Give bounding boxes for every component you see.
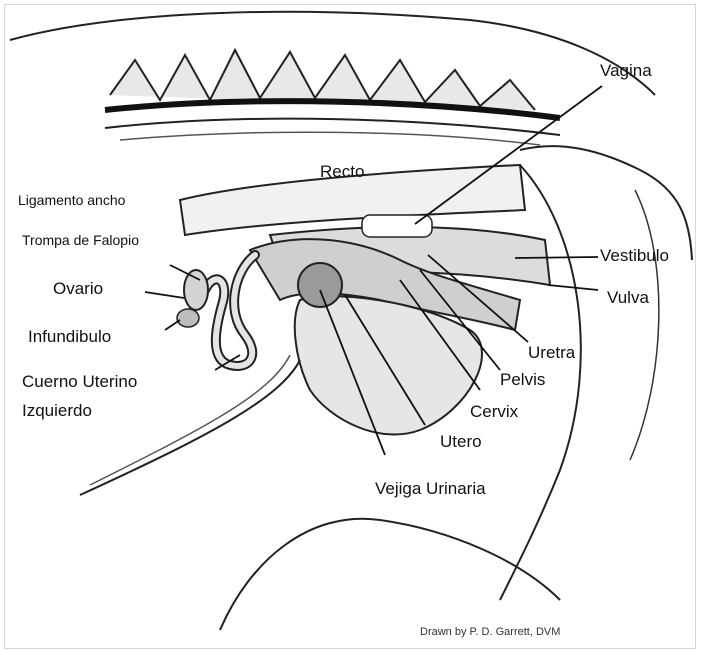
infundibulum [177,309,199,327]
label-uretra: Uretra [528,344,575,361]
label-ovario: Ovario [53,280,103,297]
label-vulva: Vulva [607,289,649,306]
label-vejiga-urinaria: Vejiga Urinaria [375,480,486,497]
label-izquierdo: Izquierdo [22,402,92,419]
left-uterine-horn [205,255,255,366]
label-cervix: Cervix [470,403,518,420]
label-vagina: Vagina [600,62,652,79]
label-infundibulo: Infundibulo [28,328,111,345]
label-vestibulo: Vestibulo [600,247,669,264]
rump-line [630,190,659,460]
lower-body-contour [220,519,560,630]
ovary [184,270,208,310]
label-utero: Utero [440,433,482,450]
label-recto: Recto [320,163,364,180]
label-cuerno-uterino: Cuerno Uterino [22,373,137,390]
vertebral-column [105,50,560,145]
label-trompa-de-falopio: Trompa de Falopio [22,233,139,247]
bladder-section [298,263,342,307]
credit-text: Drawn by P. D. Garrett, DVM [420,627,560,638]
label-ligamento-ancho: Ligamento ancho [18,193,125,207]
label-pelvis: Pelvis [500,371,545,388]
